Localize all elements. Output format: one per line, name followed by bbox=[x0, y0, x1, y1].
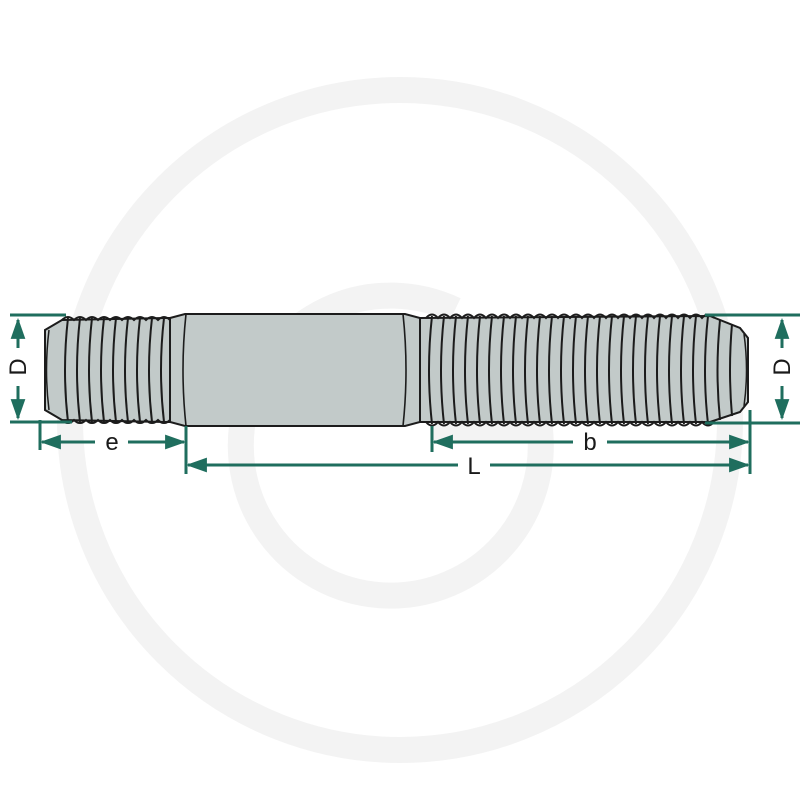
label-b: b bbox=[583, 429, 596, 456]
stud-bolt bbox=[44, 313, 749, 427]
label-e: e bbox=[105, 429, 118, 456]
plain-shank bbox=[169, 313, 421, 427]
label-d-left: D bbox=[5, 358, 32, 375]
label-d-right: D bbox=[769, 358, 796, 375]
label-l: L bbox=[467, 453, 480, 480]
dimension-lines bbox=[10, 313, 800, 474]
short-thread-end bbox=[44, 316, 181, 424]
long-thread-end bbox=[419, 313, 749, 427]
